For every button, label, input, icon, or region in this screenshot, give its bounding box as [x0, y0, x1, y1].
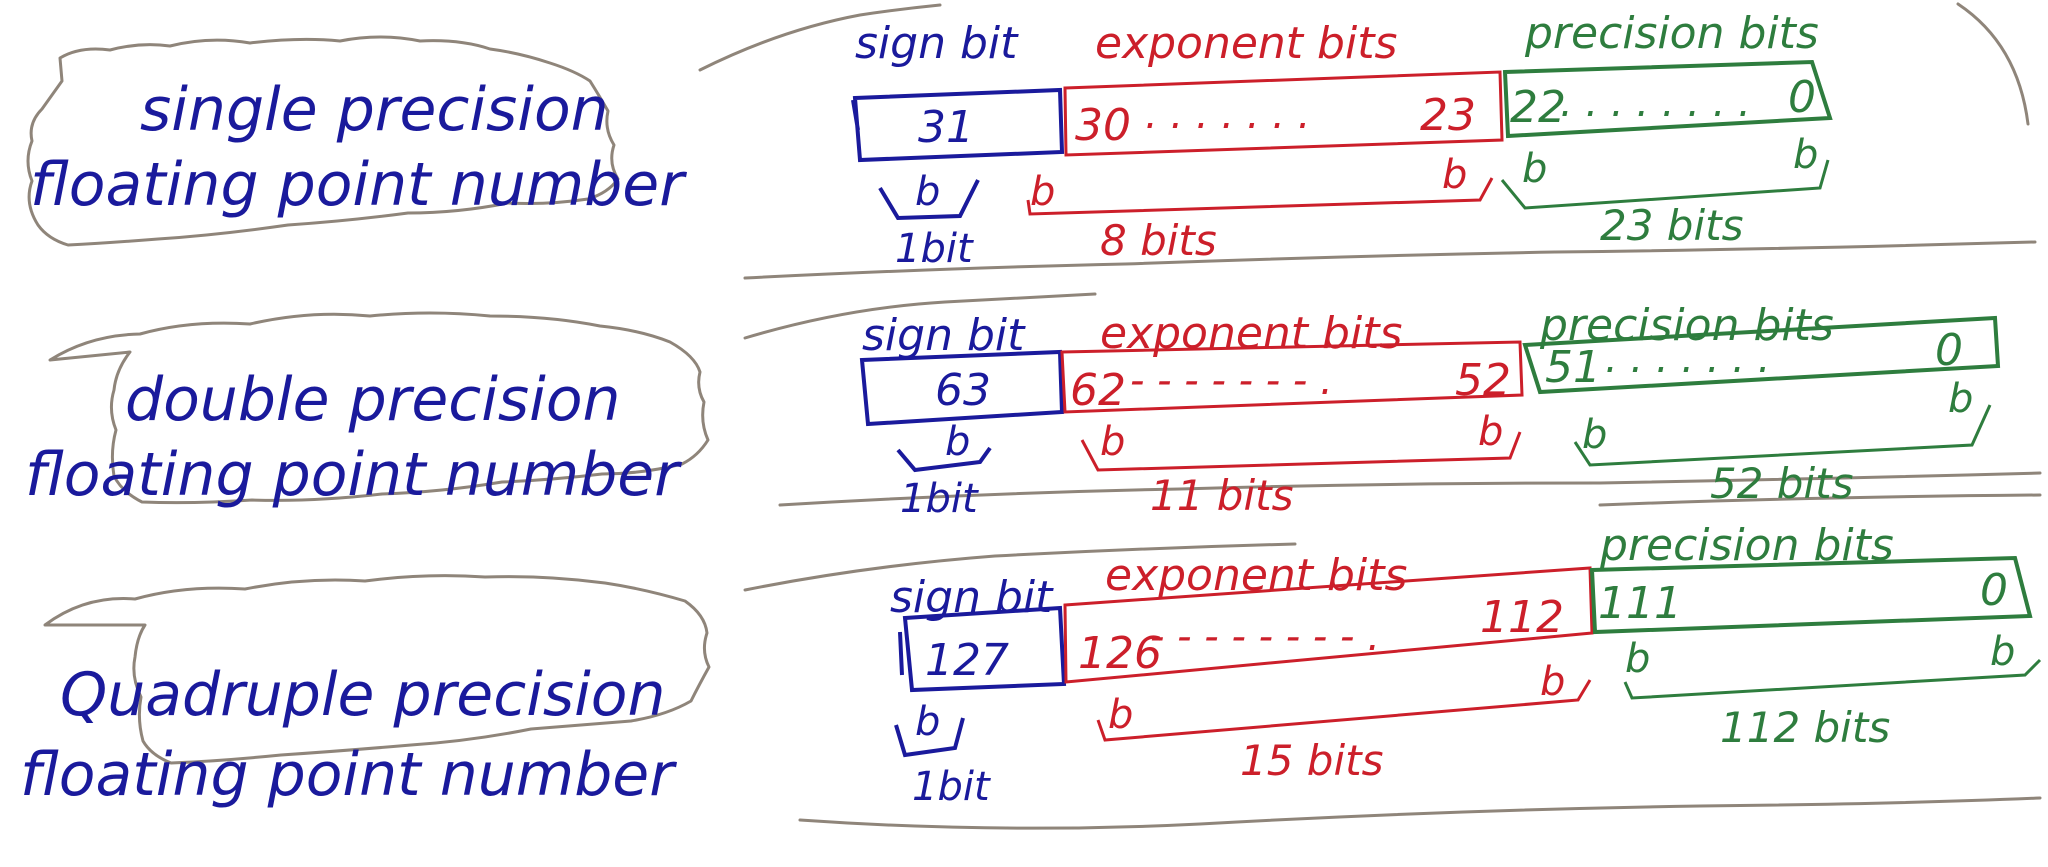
row2-sign-count: 1bit [900, 476, 979, 522]
row3-title-line1: Quadruple precision [60, 660, 666, 730]
row1-precision-count: 23 bits [1600, 201, 1743, 250]
row1-exponent-heading: exponent bits [1095, 18, 1397, 69]
row2-title-line1: double precision [125, 365, 621, 435]
row1-exponent-count: 8 bits [1100, 216, 1217, 265]
row1-precision-marker-left: b [1522, 146, 1547, 192]
row1-precision-low: 0 [1788, 72, 1816, 123]
row2-title-line2: floating point number [25, 440, 682, 510]
row1-exponent-marker-left: b [1030, 169, 1055, 215]
row2-precision-count: 52 bits [1710, 459, 1853, 508]
row2-precision-marker-left: b [1582, 412, 1607, 458]
row1-bit-layout: sign bit 31 b 1bit exponent bits 30 . . … [851, 8, 1833, 272]
row3-sign-marker: b [915, 699, 940, 745]
row3-right-line [1598, 493, 2042, 507]
row1-precision-marker-right: b [1793, 132, 1818, 178]
row1-exponent-marker-right: b [1442, 152, 1467, 198]
row1-top-line [698, 3, 942, 72]
row2-bottom-line [778, 471, 2042, 507]
row3-sign-field: sign bit 127 b 1bit [890, 572, 1067, 810]
row3-callout-outline [43, 574, 711, 765]
row1-precision-high: 22 [1510, 82, 1566, 133]
row3-title-line2: floating point number [20, 740, 677, 810]
row3-precision-low: 0 [1980, 565, 2008, 616]
row1-exponent-field: exponent bits 30 . . . . . . . 23 b b 8 … [1026, 18, 1504, 265]
row1-sign-heading: sign bit [855, 18, 1019, 69]
row3-sign-bit-index: 127 [925, 635, 1009, 686]
row2-exponent-field: exponent bits 62 - - - - - - - . 52 b b … [1060, 308, 1524, 520]
row2-exponent-marker-right: b [1478, 409, 1503, 455]
row3-top-line [743, 542, 1297, 592]
row3-exponent-field: exponent bits 126 - - - - - - - - . 112 … [1063, 550, 1594, 785]
row1-precision-field: precision bits 22 . . . . . . . . 0 b b … [1500, 8, 1833, 250]
row2-exponent-dots: - - - - - - - . [1130, 358, 1333, 404]
row1-exponent-dots: . . . . . . . [1145, 92, 1310, 138]
row2-sign-bit-index: 63 [935, 365, 991, 416]
row3-bottom-line [798, 796, 2042, 830]
row1-title-line2: floating point number [30, 150, 687, 220]
row2-precision-low: 0 [1935, 325, 1963, 376]
row1-top-line-right [1956, 2, 2030, 126]
row3-sign-count: 1bit [912, 764, 991, 810]
row2-precision-high: 51 [1545, 342, 1601, 393]
row1-sign-bit-index: 31 [918, 102, 974, 153]
row2-exponent-high: 62 [1070, 365, 1126, 416]
row2-top-line [743, 292, 1097, 340]
outline-shapes [26, 2, 2042, 830]
row3-exponent-high: 126 [1078, 628, 1162, 679]
row3-exponent-low: 112 [1480, 592, 1564, 643]
row2-precision-marker-right: b [1948, 376, 1973, 422]
row1-bottom-line [743, 240, 2037, 280]
row2-precision-dots: . . . . . . . [1605, 336, 1770, 382]
row3-exponent-count: 15 bits [1240, 736, 1383, 785]
row1-sign-marker: b [915, 169, 940, 215]
row3-bit-layout: sign bit 127 b 1bit exponent bits 126 - … [890, 520, 2042, 810]
row1-exponent-high: 30 [1075, 100, 1131, 151]
row1-exponent-low: 23 [1420, 90, 1476, 141]
row3-precision-count: 112 bits [1720, 703, 1890, 752]
row1-title-line1: single precision [140, 75, 609, 145]
row3-precision-marker-right: b [1990, 629, 2015, 675]
row3-precision-marker-left: b [1625, 636, 1650, 682]
row3-exponent-marker-left: b [1108, 692, 1133, 738]
row2-exponent-marker-left: b [1100, 419, 1125, 465]
row3-precision-field: precision bits 111 0 b b 112 bits [1589, 520, 2042, 752]
row1-callout-outline [26, 35, 620, 247]
row3-exponent-dots: - - - - - - - - . [1150, 614, 1380, 660]
row3-exponent-heading: exponent bits [1105, 550, 1407, 601]
row2-exponent-low: 52 [1455, 355, 1511, 406]
row2-callout-outline [48, 311, 710, 505]
row2-bit-layout: sign bit 63 b 1bit exponent bits 62 - - … [859, 300, 2001, 522]
row2-sign-marker: b [945, 419, 970, 465]
row1-sign-field: sign bit 31 b 1bit [851, 18, 1065, 272]
row1-precision-heading: precision bits [1524, 8, 1819, 59]
row1-precision-dots: . . . . . . . . [1560, 80, 1751, 126]
row2-exponent-count: 11 bits [1150, 471, 1293, 520]
row2-precision-field: precision bits 51 . . . . . . . 0 b b 52… [1522, 300, 2001, 508]
row3-precision-high: 111 [1598, 578, 1682, 629]
row3-exponent-marker-right: b [1540, 659, 1565, 705]
row1-sign-count: 1bit [895, 226, 974, 272]
row2-sign-field: sign bit 63 b 1bit [859, 310, 1065, 522]
